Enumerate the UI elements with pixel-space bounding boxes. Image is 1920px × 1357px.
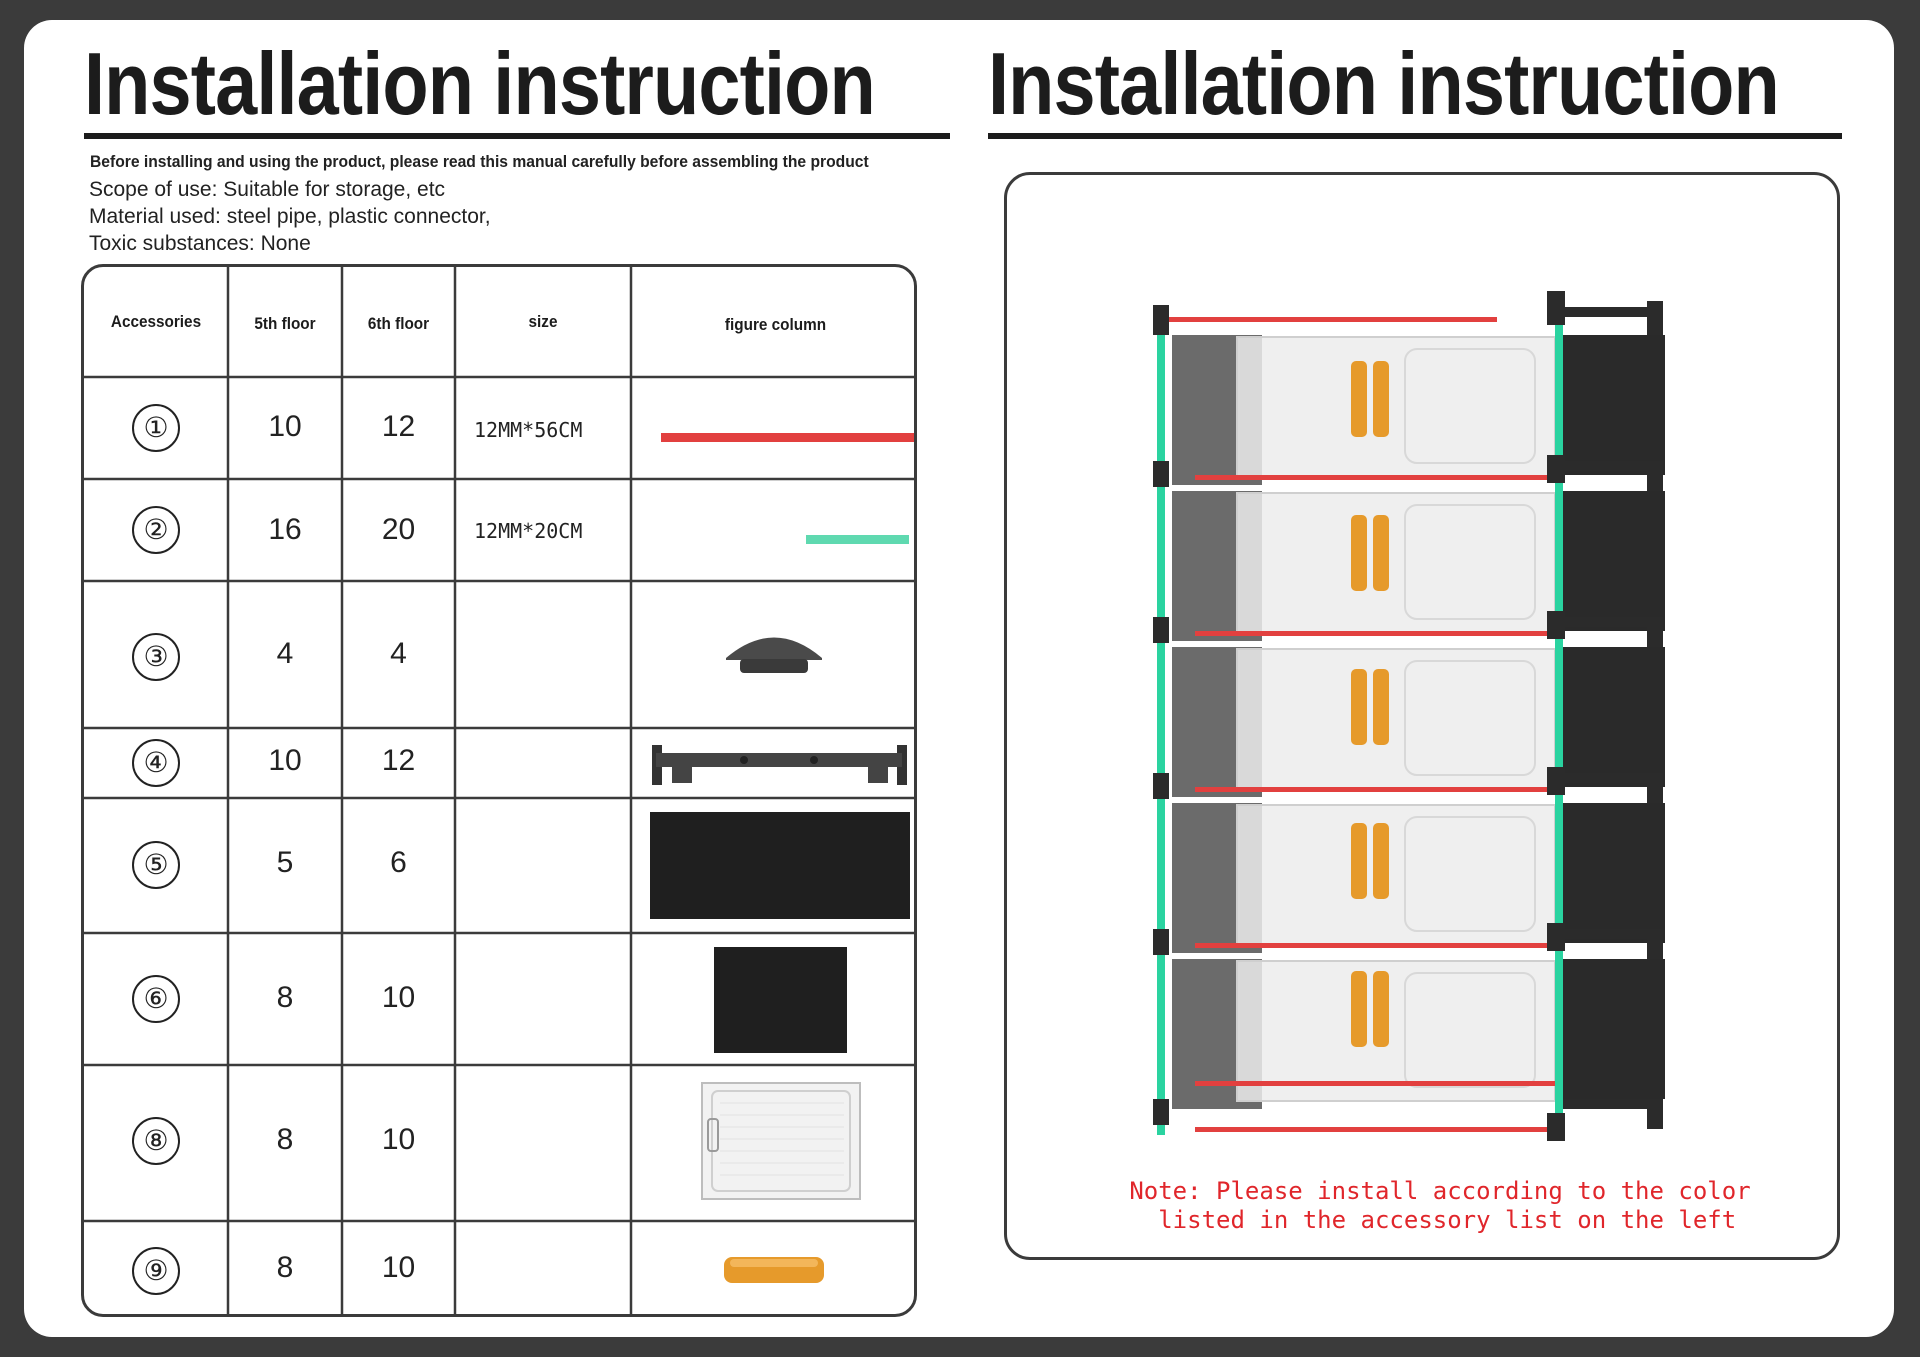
- accessory-number: ⑥: [132, 975, 180, 1023]
- header-5th-floor: 5th floor: [254, 314, 316, 333]
- green-tube-figure: [806, 535, 909, 544]
- header-size: size: [528, 312, 558, 331]
- count-6th: 12: [381, 410, 416, 443]
- assembled-product-panel: [1004, 172, 1840, 1260]
- count-5th: 5: [276, 846, 294, 879]
- count-6th: 6: [390, 846, 407, 879]
- assembled-shelf-illustration: [1153, 291, 1665, 1141]
- accessory-number: ③: [132, 633, 180, 681]
- note-line-2: listed in the accessory list on the left: [1143, 1206, 1737, 1234]
- orange-handle-figure: [724, 1257, 824, 1283]
- accessory-number: ⑨: [132, 1247, 180, 1295]
- accessory-number: ②: [132, 506, 180, 554]
- title-underline-left: [84, 133, 950, 139]
- red-tube-figure: [661, 433, 914, 442]
- count-5th: 10: [268, 744, 302, 777]
- count-5th: 10: [268, 410, 302, 443]
- count-6th: 12: [381, 744, 416, 777]
- count-6th: 10: [381, 981, 416, 1014]
- color-note: Note: Please install according to the co…: [1090, 1177, 1790, 1235]
- count-5th: 8: [276, 1123, 294, 1156]
- material-used: Material used: steel pipe, plastic conne…: [89, 205, 491, 228]
- size-value: 12MM*20CM: [474, 519, 583, 543]
- count-6th: 4: [390, 637, 407, 670]
- black-panel-large-figure: [650, 812, 910, 919]
- count-6th: 20: [381, 513, 416, 546]
- accessory-number: ④: [132, 739, 180, 787]
- foot-cap-figure: [726, 637, 822, 673]
- note-line-1: Note: Please install according to the co…: [1129, 1177, 1751, 1205]
- black-panel-small-figure: [714, 947, 847, 1053]
- table-grid: [84, 267, 914, 1314]
- accessory-table: Accessories 5th floor 6th floor size fig…: [81, 264, 917, 1317]
- header-figure-column: figure column: [724, 315, 827, 334]
- clear-door-figure: [701, 1082, 861, 1200]
- header-accessories: Accessories: [110, 312, 202, 331]
- count-5th: 16: [268, 513, 302, 546]
- accessory-number: ⑧: [132, 1117, 180, 1165]
- size-value: 12MM*56CM: [474, 418, 583, 442]
- intro-text: Before installing and using the product,…: [90, 152, 869, 171]
- page-title-right: Installation instruction: [988, 34, 1780, 133]
- page-title-left: Installation instruction: [84, 34, 876, 133]
- count-5th: 4: [276, 637, 294, 670]
- connector-bar-figure: [652, 745, 907, 785]
- count-5th: 8: [276, 1251, 294, 1284]
- count-6th: 10: [381, 1123, 416, 1156]
- toxic-substances: Toxic substances: None: [89, 232, 311, 255]
- count-5th: 8: [276, 981, 294, 1014]
- header-6th-floor: 6th floor: [367, 314, 430, 333]
- count-6th: 10: [381, 1251, 416, 1284]
- accessory-number: ⑤: [132, 841, 180, 889]
- accessory-number: ①: [132, 404, 180, 452]
- title-underline-right: [988, 133, 1842, 139]
- scope-of-use: Scope of use: Suitable for storage, etc: [89, 178, 446, 201]
